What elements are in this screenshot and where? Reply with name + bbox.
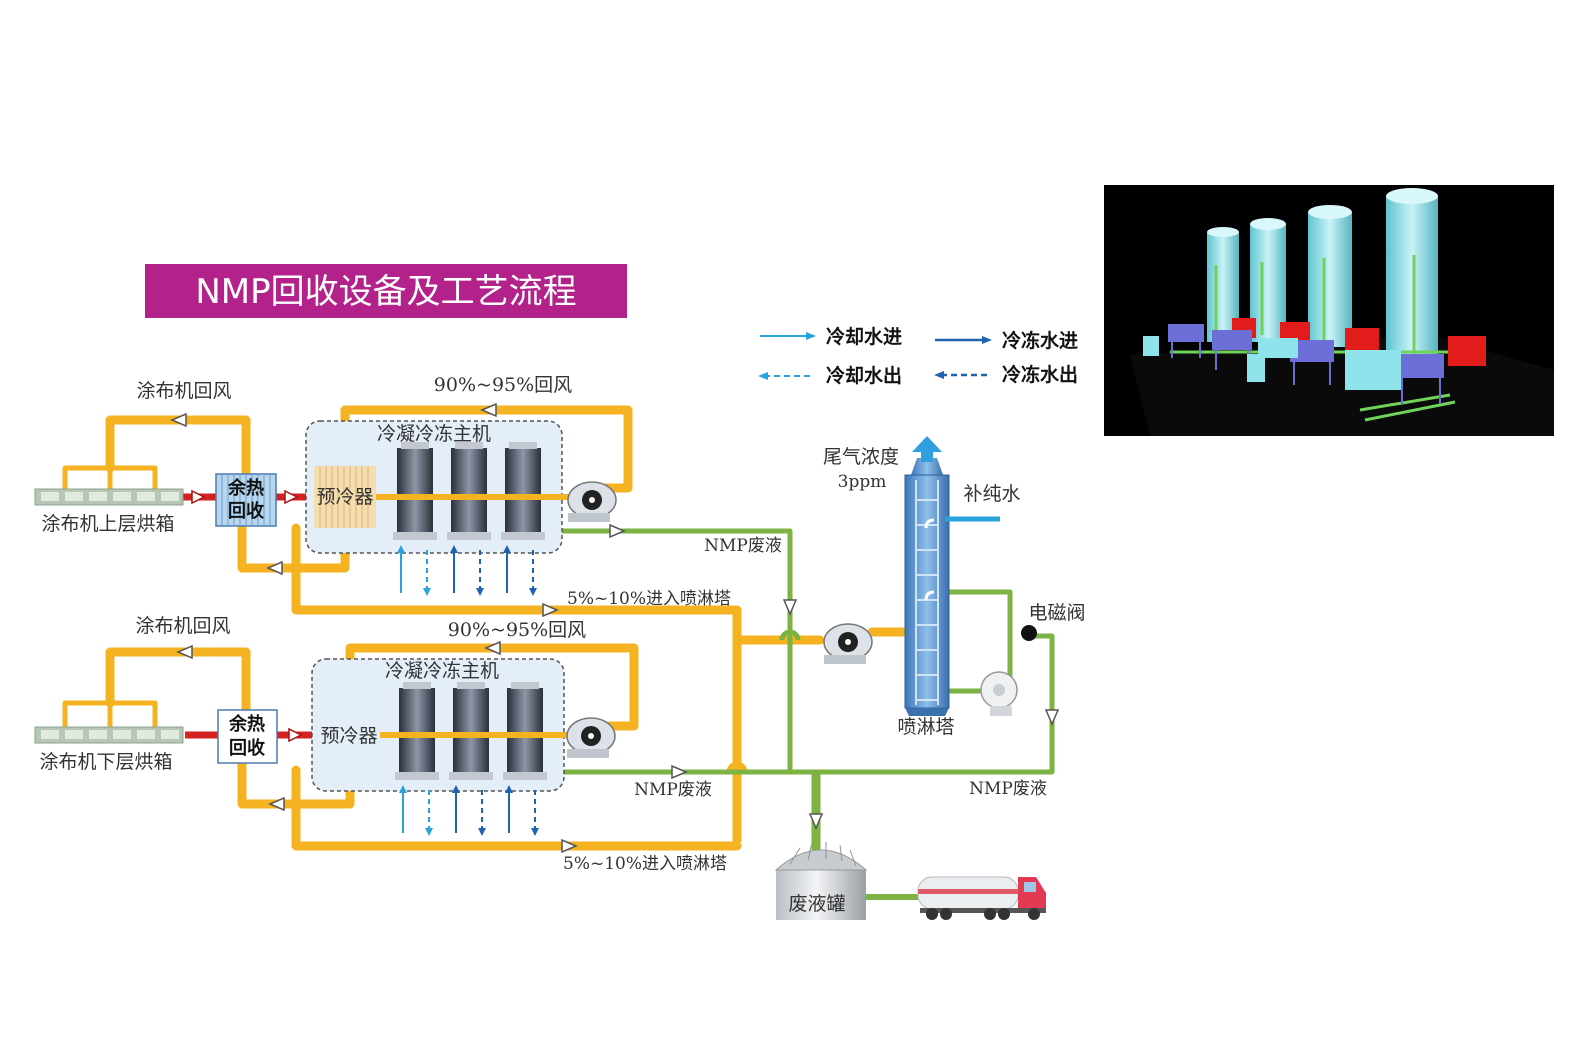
equipment-icon — [1143, 336, 1401, 390]
condenser-coil-icon — [453, 688, 489, 772]
chiller-label: 冷凝冷冻主机 — [377, 423, 491, 445]
lower-oven — [34, 726, 184, 744]
upper-fan — [567, 481, 617, 522]
lower-recirculation-label: 90%~95%回风 — [448, 619, 586, 641]
legend-label: 冷却水进 — [826, 325, 902, 348]
arrow-right-icon — [284, 489, 299, 505]
legend-chill-out: 冷冻水出 — [934, 363, 1078, 386]
exhaust-concentration-label: 尾气浓度 — [823, 446, 899, 468]
arrow-left-icon — [268, 796, 285, 812]
arrow-left-icon — [170, 412, 187, 428]
legend-cool-in: 冷却水进 — [760, 325, 902, 348]
arrow-right-icon — [806, 332, 816, 340]
makeup-water-label: 补纯水 — [963, 483, 1020, 505]
tower-waste-label: NMP废液 — [969, 779, 1047, 799]
upper-to-tower-label: 5%~10%进入喷淋塔 — [567, 589, 731, 609]
precooler-icon — [314, 466, 376, 528]
lower-tower-duct — [291, 765, 742, 851]
lower-waste-line — [420, 633, 1055, 775]
arrow-down-icon — [1044, 709, 1060, 726]
tower-fan — [823, 623, 873, 664]
flow-arrows — [170, 402, 1060, 854]
exhaust-arrow-icon — [912, 436, 942, 462]
tower-ladder — [915, 480, 939, 705]
condenser-coils — [395, 682, 547, 780]
spray-tower — [904, 458, 950, 716]
precooler-label: 预冷器 — [320, 725, 377, 747]
lower-fan — [566, 717, 616, 758]
arrow-right-icon — [609, 523, 626, 539]
arrow-right-icon — [982, 336, 992, 344]
upper-chiller-unit: 预冷器 冷凝冷冻主机 — [305, 420, 572, 554]
arrow-right-icon — [191, 489, 206, 505]
arrow-left-icon — [266, 560, 283, 576]
lower-return-air-label: 涂布机回风 — [135, 615, 230, 637]
solenoid-valve-label: 电磁阀 — [1028, 602, 1085, 624]
upper-water-lines — [397, 545, 537, 596]
condenser-coil-icon — [397, 448, 433, 532]
waste-tank: 废液罐 — [774, 842, 868, 920]
arrow-right-icon — [671, 764, 688, 780]
upper-recirculation-label: 90%~95%回风 — [434, 374, 572, 396]
lower-oven-label: 涂布机下层烘箱 — [39, 751, 172, 773]
lower-heat-recovery: 余热 回收 — [217, 709, 278, 764]
arrow-left-icon — [934, 371, 944, 379]
legend-label: 冷却水出 — [826, 364, 902, 387]
condenser-coil-icon — [399, 688, 435, 772]
arrow-left-icon — [758, 372, 768, 380]
upper-tower-duct — [291, 523, 742, 845]
arrow-left-icon — [484, 640, 501, 656]
heat-recovery-label: 余热 — [228, 713, 265, 735]
equipment-icon — [1168, 324, 1444, 378]
lower-to-tower-label: 5%~10%进入喷淋塔 — [563, 854, 727, 874]
condenser-coil-icon — [507, 688, 543, 772]
upper-heat-recovery: 余热 回收 — [215, 473, 277, 527]
tanker-truck-icon — [917, 876, 1046, 920]
arrow-left-icon — [176, 644, 193, 660]
arrow-right-icon — [561, 838, 578, 854]
lower-chiller-unit: 预冷器 冷凝冷冻主机 — [311, 658, 574, 792]
spray-tower-label: 喷淋塔 — [897, 716, 954, 738]
legend-chill-in: 冷冻水进 — [935, 329, 1078, 352]
tank-label: 废液罐 — [788, 893, 845, 915]
legend-cool-out: 冷却水出 — [758, 364, 902, 387]
upper-oven — [34, 488, 184, 506]
condenser-coil-icon — [505, 448, 541, 532]
arrow-right-icon — [542, 602, 559, 618]
title-banner: NMP回收设备及工艺流程 — [145, 264, 627, 318]
air-ducts — [62, 405, 910, 851]
heat-recovery-label: 余热 — [227, 477, 264, 499]
arrow-down-icon — [782, 599, 798, 616]
solenoid-valve-icon — [1021, 625, 1037, 641]
labels: 涂布机回风 涂布机上层烘箱 90%~95%回风 5%~10%进入喷淋塔 NMP废… — [39, 374, 1085, 874]
heat-recovery-label: 回收 — [229, 737, 265, 759]
lower-waste-label: NMP废液 — [634, 780, 712, 800]
exhaust-concentration-value: 3ppm — [838, 472, 887, 492]
pump-icon — [980, 671, 1018, 716]
legend: 冷却水进 冷却水出 冷冻水进 冷冻水出 — [758, 325, 1078, 387]
arrow-right-icon — [288, 727, 303, 743]
condenser-coil-icon — [451, 448, 487, 532]
heat-recovery-label: 回收 — [228, 500, 264, 522]
upper-return-air-label: 涂布机回风 — [136, 380, 231, 402]
condenser-coils — [393, 442, 545, 540]
chiller-label: 冷凝冷冻主机 — [385, 660, 499, 682]
title-background — [145, 264, 627, 318]
arrow-left-icon — [480, 402, 497, 418]
chiller-enclosure — [311, 658, 565, 792]
upper-waste-label: NMP废液 — [704, 536, 782, 556]
arrow-down-icon — [808, 813, 824, 830]
pipe-icon — [1170, 255, 1470, 422]
page-title: NMP回收设备及工艺流程 — [195, 272, 576, 312]
lower-water-lines — [399, 785, 539, 836]
upper-oven-label: 涂布机上层烘箱 — [41, 513, 174, 535]
legend-label: 冷冻水出 — [1002, 363, 1078, 386]
legend-label: 冷冻水进 — [1002, 329, 1078, 352]
plant-3d-render — [1104, 185, 1554, 436]
precooler-label: 预冷器 — [316, 486, 373, 508]
